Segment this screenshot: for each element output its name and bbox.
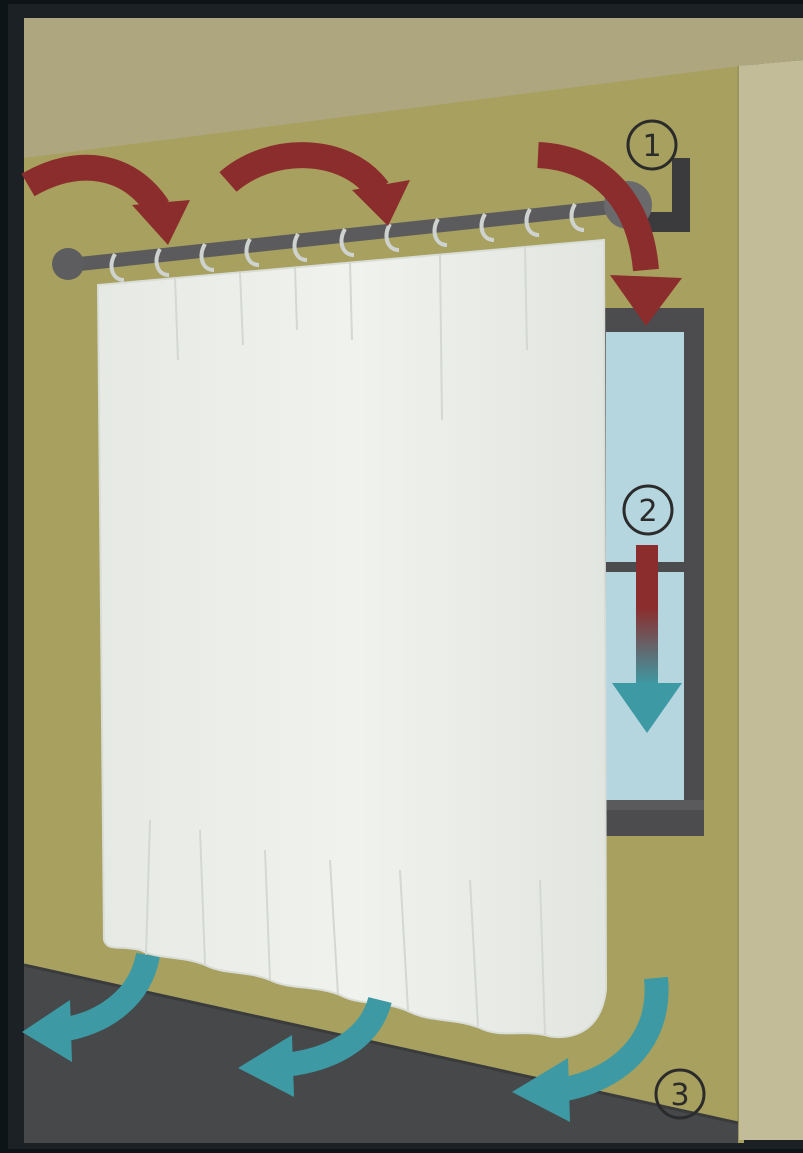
cooling-arrow-shaft	[636, 545, 658, 685]
step-number-3: 3	[670, 1078, 689, 1113]
right-wall	[738, 60, 803, 1140]
window-sill	[598, 800, 704, 810]
curtain-panel	[98, 240, 606, 1037]
curtain	[98, 240, 606, 1037]
step-number-1: 1	[642, 129, 661, 164]
rod-finial-left	[52, 248, 84, 280]
step-number-2: 2	[638, 494, 657, 529]
